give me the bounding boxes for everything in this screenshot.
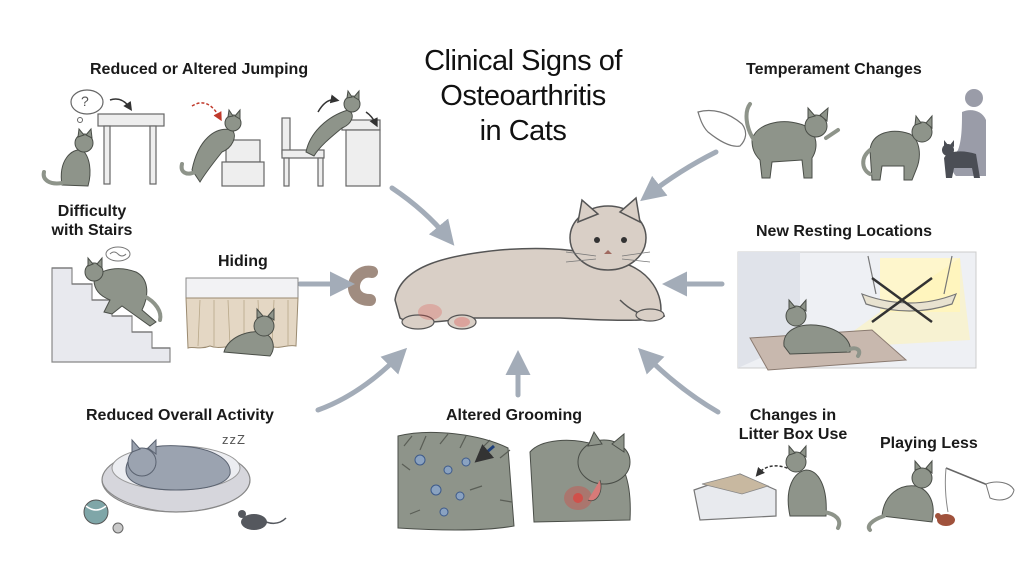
cat-icon	[41, 127, 94, 187]
toy-mouse-icon	[935, 513, 955, 526]
cat-icon	[179, 108, 242, 183]
sign-label-litter: Changes in Litter Box Use	[728, 406, 858, 444]
cat-icon	[744, 102, 840, 179]
ball-icon	[83, 499, 124, 534]
question-mark-annotation: ?	[81, 93, 89, 109]
litter-illustration	[693, 444, 842, 530]
sign-label-stairs: Difficulty with Stairs	[42, 202, 142, 240]
sign-label-activity: Reduced Overall Activity	[86, 407, 274, 424]
hammock-icon	[860, 255, 958, 312]
litter-box-icon	[693, 473, 777, 521]
table-icon	[341, 119, 381, 187]
cat-icon	[84, 256, 163, 327]
title-line: Clinical Signs of	[424, 45, 622, 77]
cat-icon	[785, 444, 842, 530]
playing-illustration	[866, 459, 1015, 532]
hand-icon	[697, 109, 747, 147]
sign-label-line: Litter Box Use	[738, 426, 848, 443]
sign-label-temperament: Temperament Changes	[746, 61, 922, 78]
sign-label-line: with Stairs	[51, 222, 133, 239]
sign-label-jumping: Reduced or Altered Jumping	[90, 61, 309, 78]
box-icon	[221, 139, 265, 187]
hiding-illustration	[185, 277, 299, 357]
title-line: Osteoarthritis	[440, 80, 606, 112]
page-title: Clinical Signs of Osteoarthritis in Cats	[398, 44, 648, 149]
cat-icon	[942, 140, 980, 178]
cat-icon	[223, 307, 275, 357]
cat-icon	[125, 438, 231, 491]
stairs-icon	[51, 267, 171, 363]
hand-icon	[985, 481, 1015, 501]
sign-label-playing: Playing Less	[880, 435, 978, 452]
bed-icon	[185, 277, 299, 349]
grooming-illustration	[397, 430, 631, 531]
sign-label-line: Changes in	[749, 407, 837, 424]
central-cat-icon	[348, 196, 666, 330]
title-line: in Cats	[479, 115, 567, 147]
temperament-illustration	[697, 89, 986, 181]
activity-illustration	[83, 438, 287, 534]
sleep-annotation: zzZ	[222, 432, 246, 447]
toy-mouse-icon	[238, 510, 287, 530]
resting-illustration	[737, 251, 977, 371]
cat-icon	[861, 114, 933, 181]
cat-icon	[305, 89, 361, 157]
sign-label-line: Difficulty	[57, 203, 127, 220]
chair-icon	[281, 117, 325, 187]
sign-label-grooming: Altered Grooming	[446, 407, 583, 424]
table-icon	[97, 113, 165, 185]
cat-icon	[866, 459, 934, 532]
sign-label-resting: New Resting Locations	[756, 223, 933, 240]
arrow-icon	[297, 149, 725, 415]
sign-label-hiding: Hiding	[218, 253, 268, 270]
cat-icon	[783, 298, 862, 358]
stairs-illustration	[51, 246, 171, 363]
jumping-illustration	[41, 89, 381, 187]
